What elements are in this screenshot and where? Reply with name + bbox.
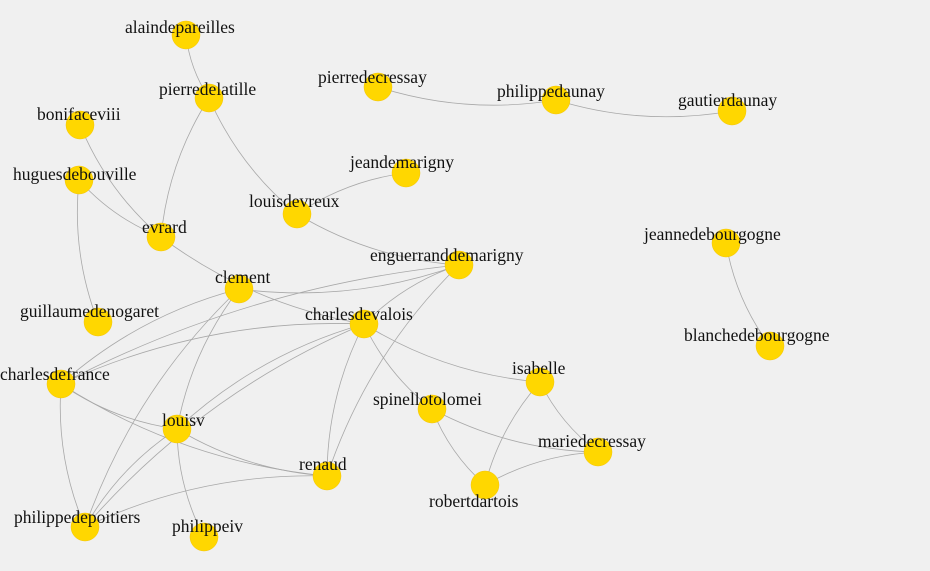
node-label-jeannedebourgogne: jeannedebourgogne — [643, 224, 781, 244]
edge-philippedaunay-gautierdaunay — [555, 99, 733, 118]
node-charlesdefrance[interactable] — [46, 369, 76, 399]
node-label-bonifaceviii: bonifaceviii — [37, 104, 121, 124]
nodes-layer: alaindepareilles pierredelatille bonifacev… — [0, 17, 830, 552]
node-label-clement: clement — [215, 267, 271, 287]
node-label-philippedaunay: philippedaunay — [497, 81, 605, 101]
node-robertdartois[interactable] — [470, 470, 500, 500]
edge-charlesdevalois-charlesdefrance — [60, 323, 365, 385]
node-guillaumedenogaret[interactable] — [83, 307, 113, 337]
edge-charlesdevalois-renaud — [326, 323, 365, 477]
node-pierredecressay[interactable] — [363, 72, 393, 102]
node-philippedepoitiers[interactable] — [70, 512, 100, 542]
edge-isabelle-robertdartois — [484, 381, 541, 486]
node-renaud[interactable] — [312, 461, 342, 491]
node-isabelle[interactable] — [525, 367, 555, 397]
edge-clement-louisv — [176, 288, 240, 430]
node-label-enguerranddemarigny: enguerranddemarigny — [370, 245, 524, 265]
node-label-robertdartois: robertdartois — [429, 491, 519, 511]
node-louisdevreux[interactable] — [282, 199, 312, 229]
node-philippeiv[interactable] — [189, 522, 219, 552]
node-label-pierredecressay: pierredecressay — [318, 67, 427, 87]
edge-pierredelatille-evrard — [160, 97, 210, 238]
node-clement[interactable] — [224, 274, 254, 304]
edge-bonifaceviii-evrard — [79, 124, 162, 238]
edge-charlesdefrance-renaud — [60, 383, 328, 477]
node-label-louisdevreux: louisdevreux — [249, 191, 340, 211]
edge-mariedecressay-robertdartois — [484, 451, 599, 486]
node-label-guillaumedenogaret: guillaumedenogaret — [20, 301, 159, 321]
edges-layer — [59, 34, 771, 538]
edge-renaud-philippedepoitiers — [84, 475, 328, 528]
node-mariedecressay[interactable] — [583, 437, 613, 467]
edge-louisv-renaud — [176, 428, 328, 477]
node-spinellotolomei[interactable] — [417, 394, 447, 424]
edge-spinellotolomei-mariedecressay — [431, 408, 599, 453]
node-philippedaunay[interactable] — [541, 85, 571, 115]
node-bonifaceviii[interactable] — [65, 110, 95, 140]
edge-evrard-charlesdevalois — [160, 236, 365, 325]
edge-pierredelatille-louisdevreux — [208, 97, 298, 215]
node-label-charlesdefrance: charlesdefrance — [0, 364, 110, 384]
node-label-isabelle: isabelle — [512, 358, 566, 378]
edge-clement-charlesdefrance — [60, 288, 240, 385]
edge-charlesdevalois-philippedepoitiers — [84, 323, 365, 528]
node-charlesdevalois[interactable] — [349, 309, 379, 339]
node-huguesdebouville[interactable] — [64, 165, 94, 195]
edge-pierredecressay-philippedaunay — [377, 86, 557, 106]
node-label-pierredelatille: pierredelatille — [159, 79, 256, 99]
node-label-jeandemarigny: jeandemarigny — [349, 152, 454, 172]
edge-clement-philippedepoitiers — [84, 288, 240, 528]
node-label-philippedepoitiers: philippedepoitiers — [14, 507, 141, 527]
node-label-blanchedebourgogne: blanchedebourgogne — [684, 325, 830, 345]
edge-charlesdevalois-isabelle — [363, 323, 541, 383]
labels-layer: alaindepareilles pierredelatille bonifacev… — [0, 17, 830, 536]
node-gautierdaunay[interactable] — [717, 96, 747, 126]
node-label-evrard: evrard — [142, 217, 187, 237]
node-blanchedebourgogne[interactable] — [755, 331, 785, 361]
node-louisv[interactable] — [162, 414, 192, 444]
node-label-gautierdaunay: gautierdaunay — [678, 90, 777, 110]
edge-enguerranddemarigny-renaud — [326, 264, 460, 477]
node-label-alaindepareilles: alaindepareilles — [125, 17, 235, 37]
node-label-philippeiv: philippeiv — [172, 516, 243, 536]
node-enguerranddemarigny[interactable] — [444, 250, 474, 280]
node-jeandemarigny[interactable] — [391, 158, 421, 188]
node-label-mariedecressay: mariedecressay — [538, 431, 646, 451]
node-pierredelatille[interactable] — [194, 83, 224, 113]
node-label-renaud: renaud — [299, 454, 347, 474]
edge-enguerranddemarigny-charlesdefrance — [60, 264, 460, 385]
edge-clement-enguerranddemarigny — [238, 264, 460, 294]
node-jeannedebourgogne[interactable] — [711, 228, 741, 258]
edge-huguesdebouville-guillaumedenogaret — [76, 179, 99, 323]
edge-charlesdevalois-louisv — [176, 323, 365, 430]
edge-charlesdefrance-louisv — [60, 383, 178, 430]
node-label-charlesdevalois: charlesdevalois — [305, 304, 413, 324]
node-evrard[interactable] — [146, 222, 176, 252]
edge-charlesdefrance-philippedepoitiers — [59, 383, 86, 528]
node-label-huguesdebouville: huguesdebouville — [13, 164, 137, 184]
edge-louisdevreux-enguerranddemarigny — [296, 213, 460, 266]
node-label-spinellotolomei: spinellotolomei — [373, 389, 482, 409]
node-alaindepareilles[interactable] — [171, 20, 201, 50]
edge-louisv-philippedepoitiers — [84, 428, 178, 528]
node-label-louisv: louisv — [162, 410, 205, 430]
